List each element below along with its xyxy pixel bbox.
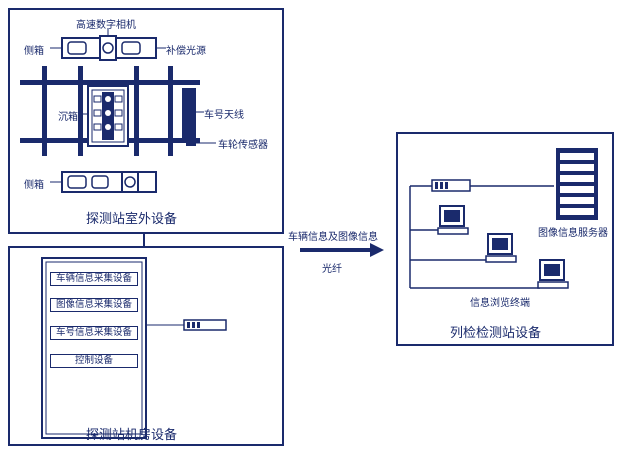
terminal-label: 信息浏览终端 (470, 298, 530, 309)
network-device-machine-room (183, 319, 227, 331)
side-box-bottom-label: 侧箱 (24, 180, 44, 191)
side-box-bottom (61, 171, 157, 193)
machine-room-title: 探测站机房设备 (86, 428, 178, 443)
sink-label: 沉箱 (58, 112, 78, 123)
side-box-top-label: 侧箱 (24, 46, 44, 57)
equipment-rack (41, 257, 147, 439)
link-label-bottom: 光纤 (322, 264, 342, 275)
rack-item-control: 控制设备 (50, 354, 138, 368)
wheel-sensor-block (186, 140, 196, 146)
antenna-label: 车号天线 (204, 110, 244, 121)
camera-label: 高速数字相机 (76, 20, 136, 31)
link-label-top: 车辆信息及图像信息 (288, 232, 378, 243)
network-switch (431, 179, 471, 192)
image-server (556, 148, 598, 220)
terminal-1 (437, 205, 469, 235)
light-source-label: 补偿光源 (166, 46, 206, 57)
terminal-2 (485, 233, 517, 263)
outdoor-title: 探测站室外设备 (86, 212, 178, 227)
sink-box (87, 85, 129, 147)
rack-item-car-number: 车号信息采集设备 (50, 326, 138, 340)
inspection-title: 列检检测站设备 (450, 326, 542, 341)
rack-item-image: 图像信息采集设备 (50, 298, 138, 312)
server-label: 图像信息服务器 (538, 228, 608, 239)
transfer-arrowhead (370, 243, 384, 257)
wheel-sensor-label: 车轮传感器 (218, 140, 268, 151)
terminal-3 (537, 259, 569, 289)
rack-item-vehicle: 车辆信息采集设备 (50, 272, 138, 286)
side-box-top (61, 35, 157, 61)
antenna-block (182, 88, 196, 138)
